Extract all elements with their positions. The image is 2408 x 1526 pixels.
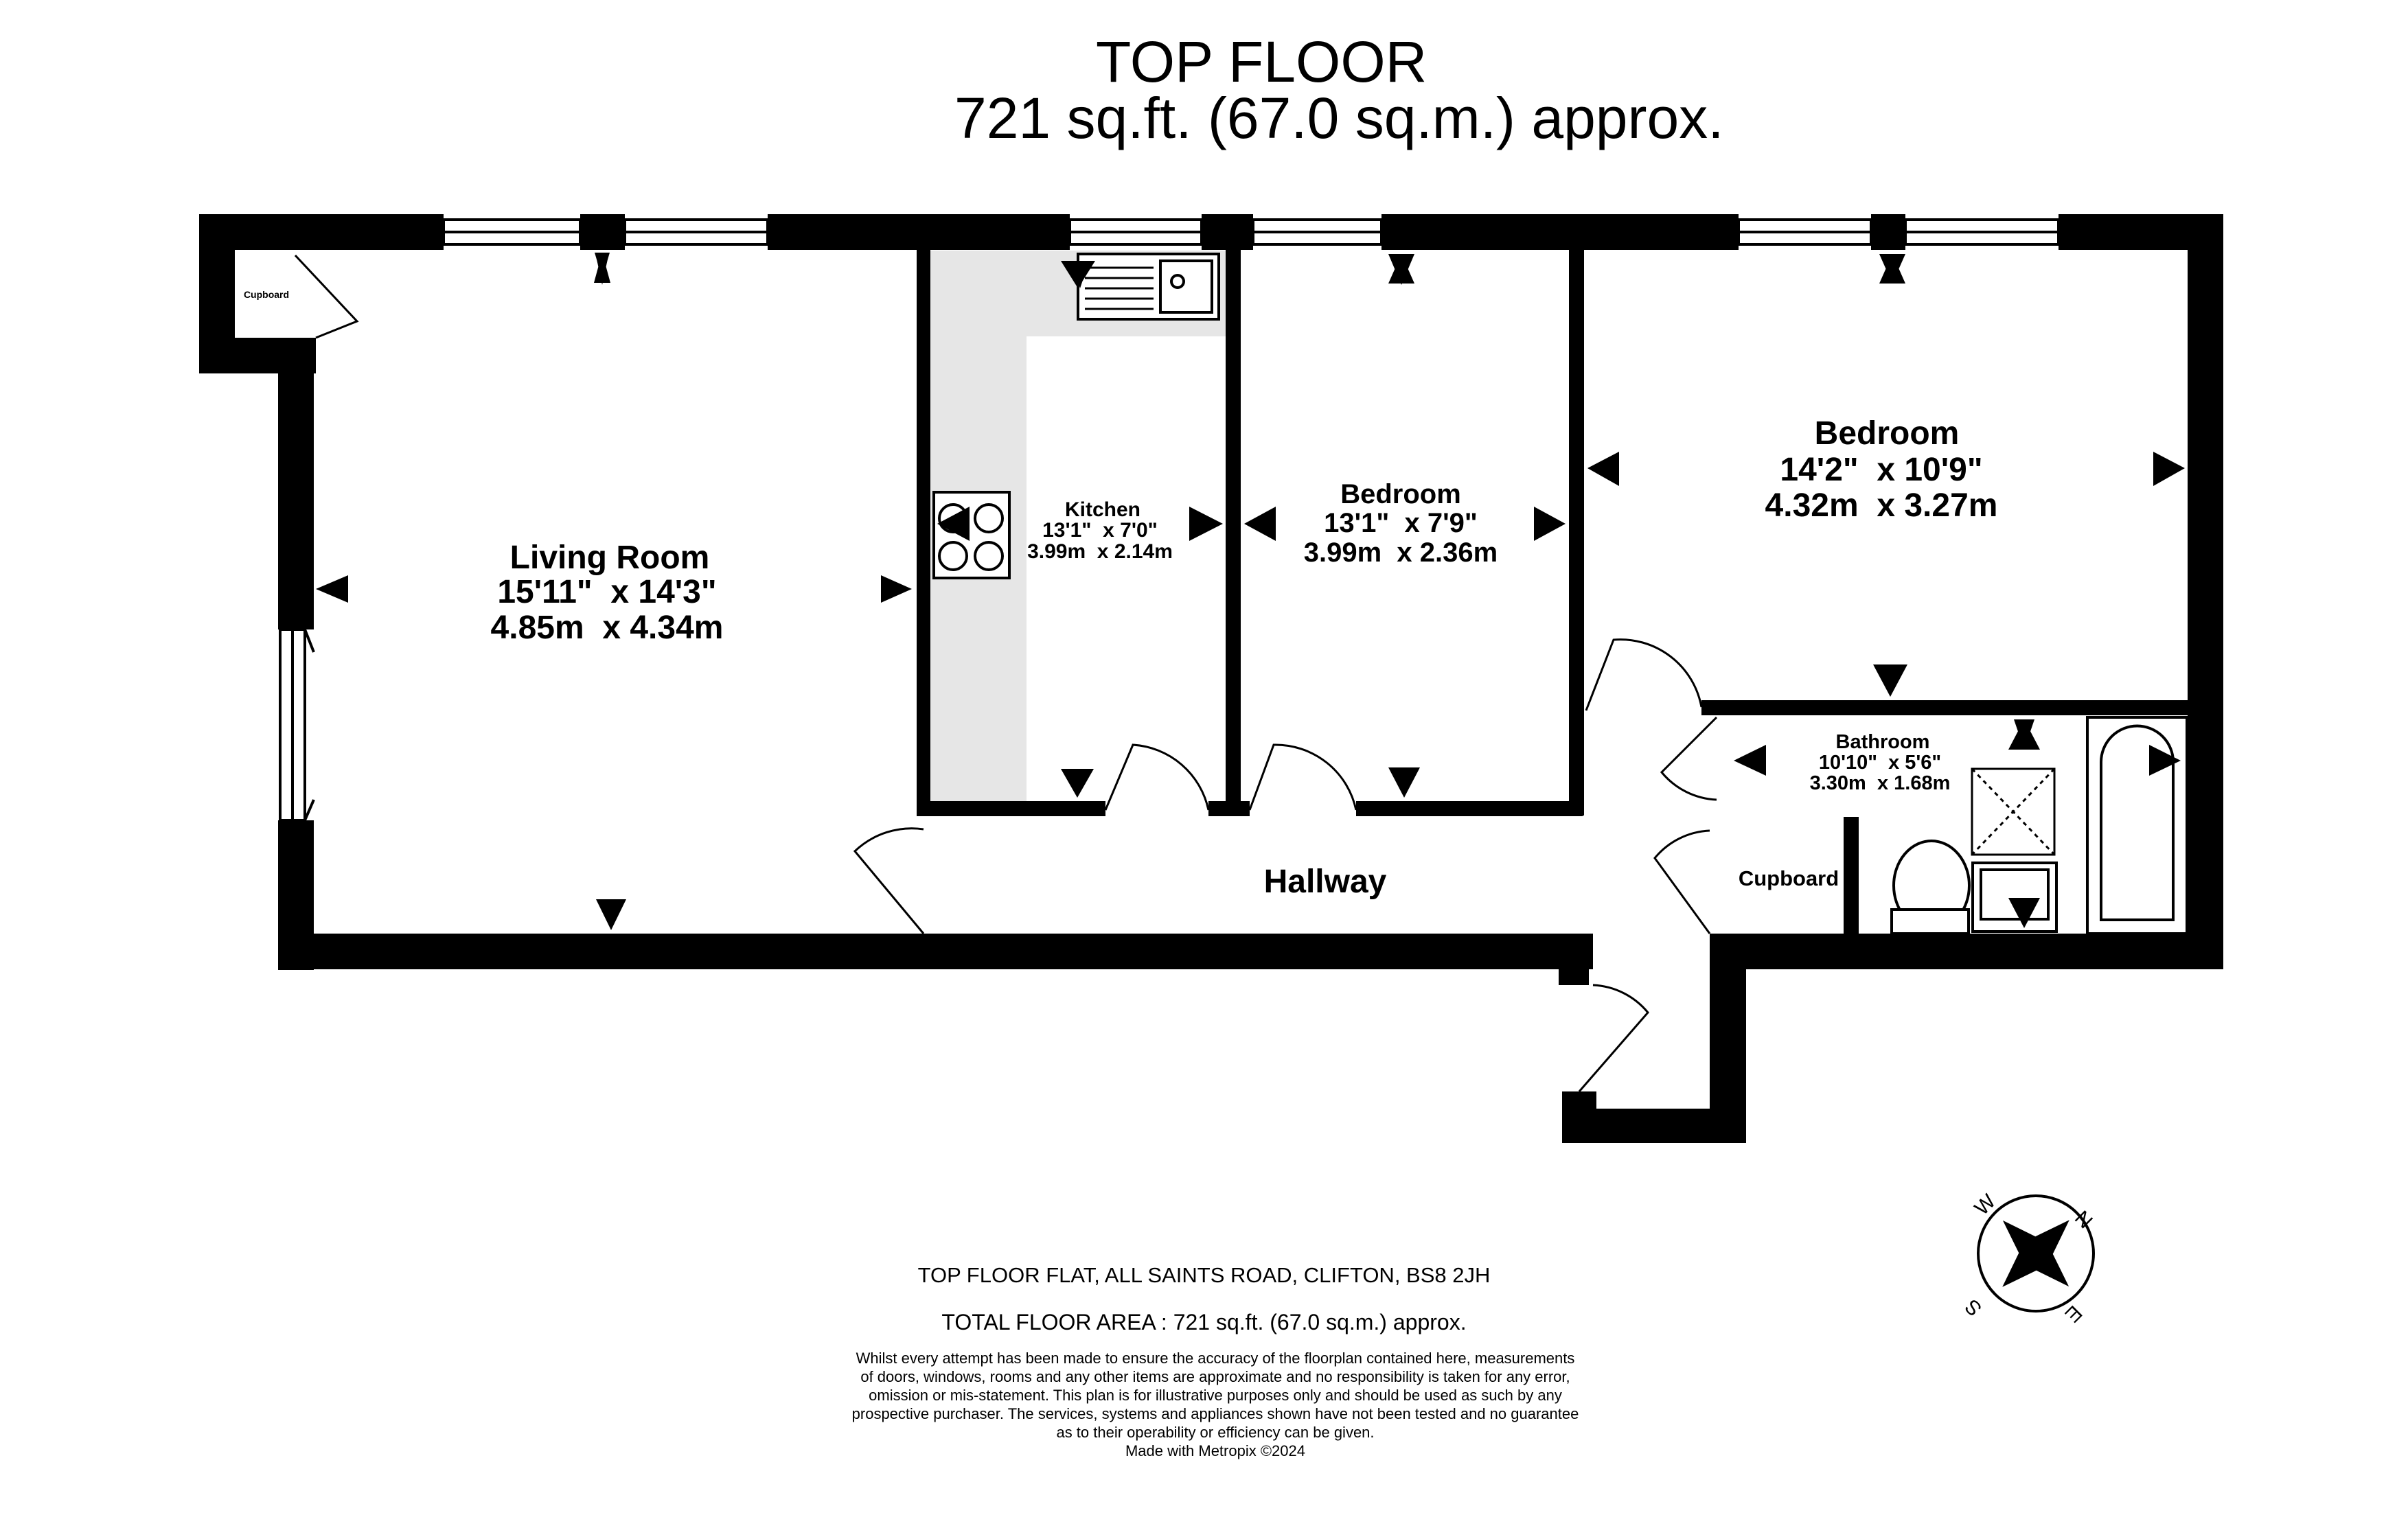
wash-basin <box>1971 862 2058 933</box>
bathroom-imperial: 10'10" x 5'6" <box>1819 752 1941 774</box>
room-kitchen: Kitchen 13'1" x 7'0" 3.99m x 2.14m <box>1027 498 1173 563</box>
disclaimer: Whilst every attempt has been made to en… <box>803 1349 1627 1460</box>
dimension-arrows <box>316 253 2185 930</box>
room-bedroom-1: Bedroom 14'2" x 10'9" 4.32m x 3.27m <box>1765 415 1998 524</box>
disclaimer-line: of doors, windows, rooms and any other i… <box>860 1368 1570 1385</box>
bedroom-2-imperial: 13'1" x 7'9" <box>1324 508 1478 538</box>
compass-w: W <box>1971 1190 2001 1220</box>
room-living: Living Room 15'11" x 14'3" 4.85m x 4.34m <box>491 540 724 646</box>
doors <box>294 254 1718 1092</box>
disclaimer-line: as to their operability or efficiency ca… <box>1056 1424 1375 1441</box>
floor-area: 721 sq.ft. (67.0 sq.m.) approx. <box>954 86 1724 150</box>
bedroom-2-metric: 3.99m x 2.36m <box>1304 537 1498 568</box>
walls <box>199 214 2223 1143</box>
kitchen-imperial: 13'1" x 7'0" <box>1042 519 1158 542</box>
compass: N E S W <box>1960 1190 2096 1326</box>
kitchen-sink <box>1077 253 1220 321</box>
bathroom-metric: 3.30m x 1.68m <box>1810 772 1951 794</box>
floor-title: TOP FLOOR <box>1096 30 1427 94</box>
cupboard-small-label: Cupboard <box>244 289 289 300</box>
bathroom-name: Bathroom <box>1836 731 1930 753</box>
bedroom-1-name: Bedroom <box>1815 415 1960 452</box>
disclaimer-line: omission or mis-statement. This plan is … <box>869 1387 1562 1404</box>
disclaimer-line: prospective purchaser. The services, sys… <box>851 1405 1579 1422</box>
bedroom-1-imperial: 14'2" x 10'9" <box>1780 452 1982 488</box>
shower-tray <box>1971 767 2056 856</box>
compass-ring <box>1977 1194 2095 1313</box>
living-room-metric: 4.85m x 4.34m <box>491 610 724 646</box>
room-bathroom: Bathroom 10'10" x 5'6" 3.30m x 1.68m <box>1810 731 1951 794</box>
bedroom-2-name: Bedroom <box>1340 479 1461 509</box>
bedroom-1-metric: 4.32m x 3.27m <box>1765 487 1998 524</box>
living-room-name: Living Room <box>510 540 710 576</box>
toilet <box>1890 840 1971 935</box>
property-address: TOP FLOOR FLAT, ALL SAINTS ROAD, CLIFTON… <box>917 1263 1491 1287</box>
hob <box>932 491 1011 579</box>
windows <box>279 218 2060 822</box>
hallway-label: Hallway <box>1264 864 1387 900</box>
room-bedroom-2: Bedroom 13'1" x 7'9" 3.99m x 2.36m <box>1304 479 1498 568</box>
credit-line: Made with Metropix ©2024 <box>1125 1442 1305 1459</box>
kitchen-name: Kitchen <box>1065 498 1140 521</box>
living-room-imperial: 15'11" x 14'3" <box>497 574 716 610</box>
cupboard-hall-label: Cupboard <box>1739 866 1839 890</box>
compass-star-icon <box>2002 1220 2069 1287</box>
disclaimer-line: Whilst every attempt has been made to en… <box>856 1350 1575 1367</box>
kitchen-metric: 3.99m x 2.14m <box>1027 540 1173 563</box>
total-floor-area: TOTAL FLOOR AREA : 721 sq.ft. (67.0 sq.m… <box>941 1310 1467 1334</box>
bathtub <box>2086 716 2188 935</box>
